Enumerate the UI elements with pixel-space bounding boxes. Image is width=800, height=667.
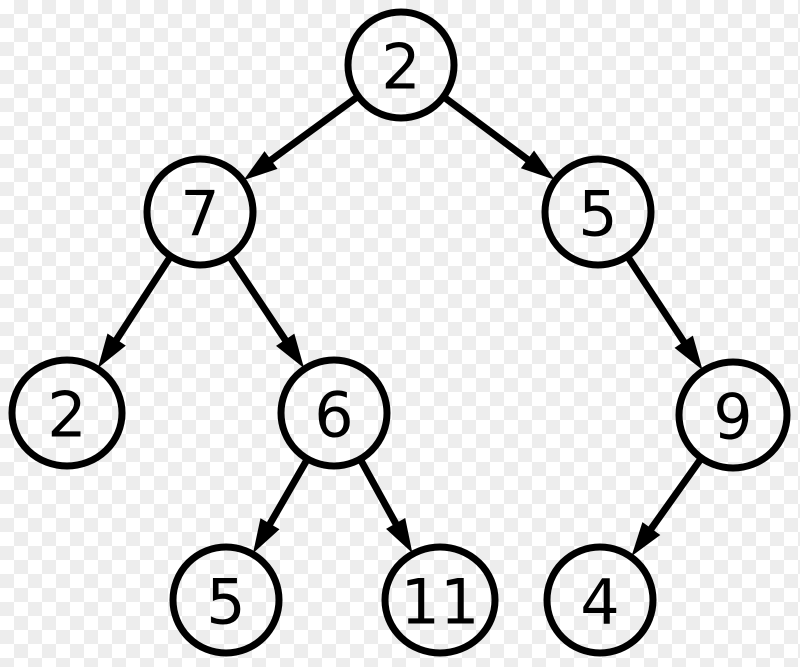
edge-line <box>109 255 173 348</box>
node-label: 7 <box>180 178 219 251</box>
edge-arrowhead-icon <box>386 518 413 554</box>
tree-node[interactable]: 5 <box>541 155 655 269</box>
edge-line <box>644 457 704 537</box>
edge-arrowhead-icon <box>243 151 278 181</box>
tree-edge <box>625 255 703 371</box>
edge-arrowhead-icon <box>674 335 703 371</box>
edges-layer <box>97 94 704 557</box>
node-label: 2 <box>381 31 420 104</box>
node-label: 9 <box>713 381 752 454</box>
node-circle <box>541 155 655 269</box>
tree-edge <box>253 458 310 554</box>
edge-arrowhead-icon <box>520 150 555 180</box>
edge-line <box>263 458 310 532</box>
tree-edge <box>243 94 359 181</box>
tree-edge <box>227 255 305 369</box>
edge-line <box>625 255 691 350</box>
tree-node[interactable]: 7 <box>143 155 257 269</box>
node-circle <box>543 543 657 657</box>
edge-arrowhead-icon <box>631 522 661 557</box>
tree-node[interactable]: 9 <box>675 358 791 472</box>
tree-node[interactable]: 6 <box>277 356 391 470</box>
edge-line <box>263 94 359 167</box>
node-circle <box>675 358 791 472</box>
edge-line <box>442 95 536 167</box>
node-label: 6 <box>314 379 353 452</box>
node-label: 5 <box>578 178 617 251</box>
tree-edge <box>358 459 413 554</box>
tree-edge <box>631 457 704 557</box>
tree-node[interactable]: 2 <box>8 356 126 470</box>
edge-line <box>358 459 403 532</box>
edge-arrowhead-icon <box>97 333 126 368</box>
tree-node[interactable]: 2 <box>344 8 458 122</box>
node-label: 11 <box>401 566 480 639</box>
tree-edge <box>97 255 173 368</box>
tree-node[interactable]: 11 <box>381 543 499 657</box>
edge-line <box>227 255 292 348</box>
tree-edge <box>442 95 555 180</box>
tree-node[interactable]: 5 <box>169 543 283 657</box>
edge-arrowhead-icon <box>276 333 305 369</box>
node-circle <box>169 543 283 657</box>
node-label: 5 <box>206 566 245 639</box>
nodes-layer: 2 7 5 2 6 9 5 11 4 <box>8 8 791 657</box>
node-circle <box>277 356 391 470</box>
node-circle <box>381 543 499 657</box>
node-circle <box>8 356 126 470</box>
node-label: 4 <box>580 566 619 639</box>
node-label: 2 <box>47 379 86 452</box>
tree-node[interactable]: 4 <box>543 543 657 657</box>
node-circle <box>344 8 458 122</box>
node-circle <box>143 155 257 269</box>
edge-arrowhead-icon <box>253 518 280 554</box>
